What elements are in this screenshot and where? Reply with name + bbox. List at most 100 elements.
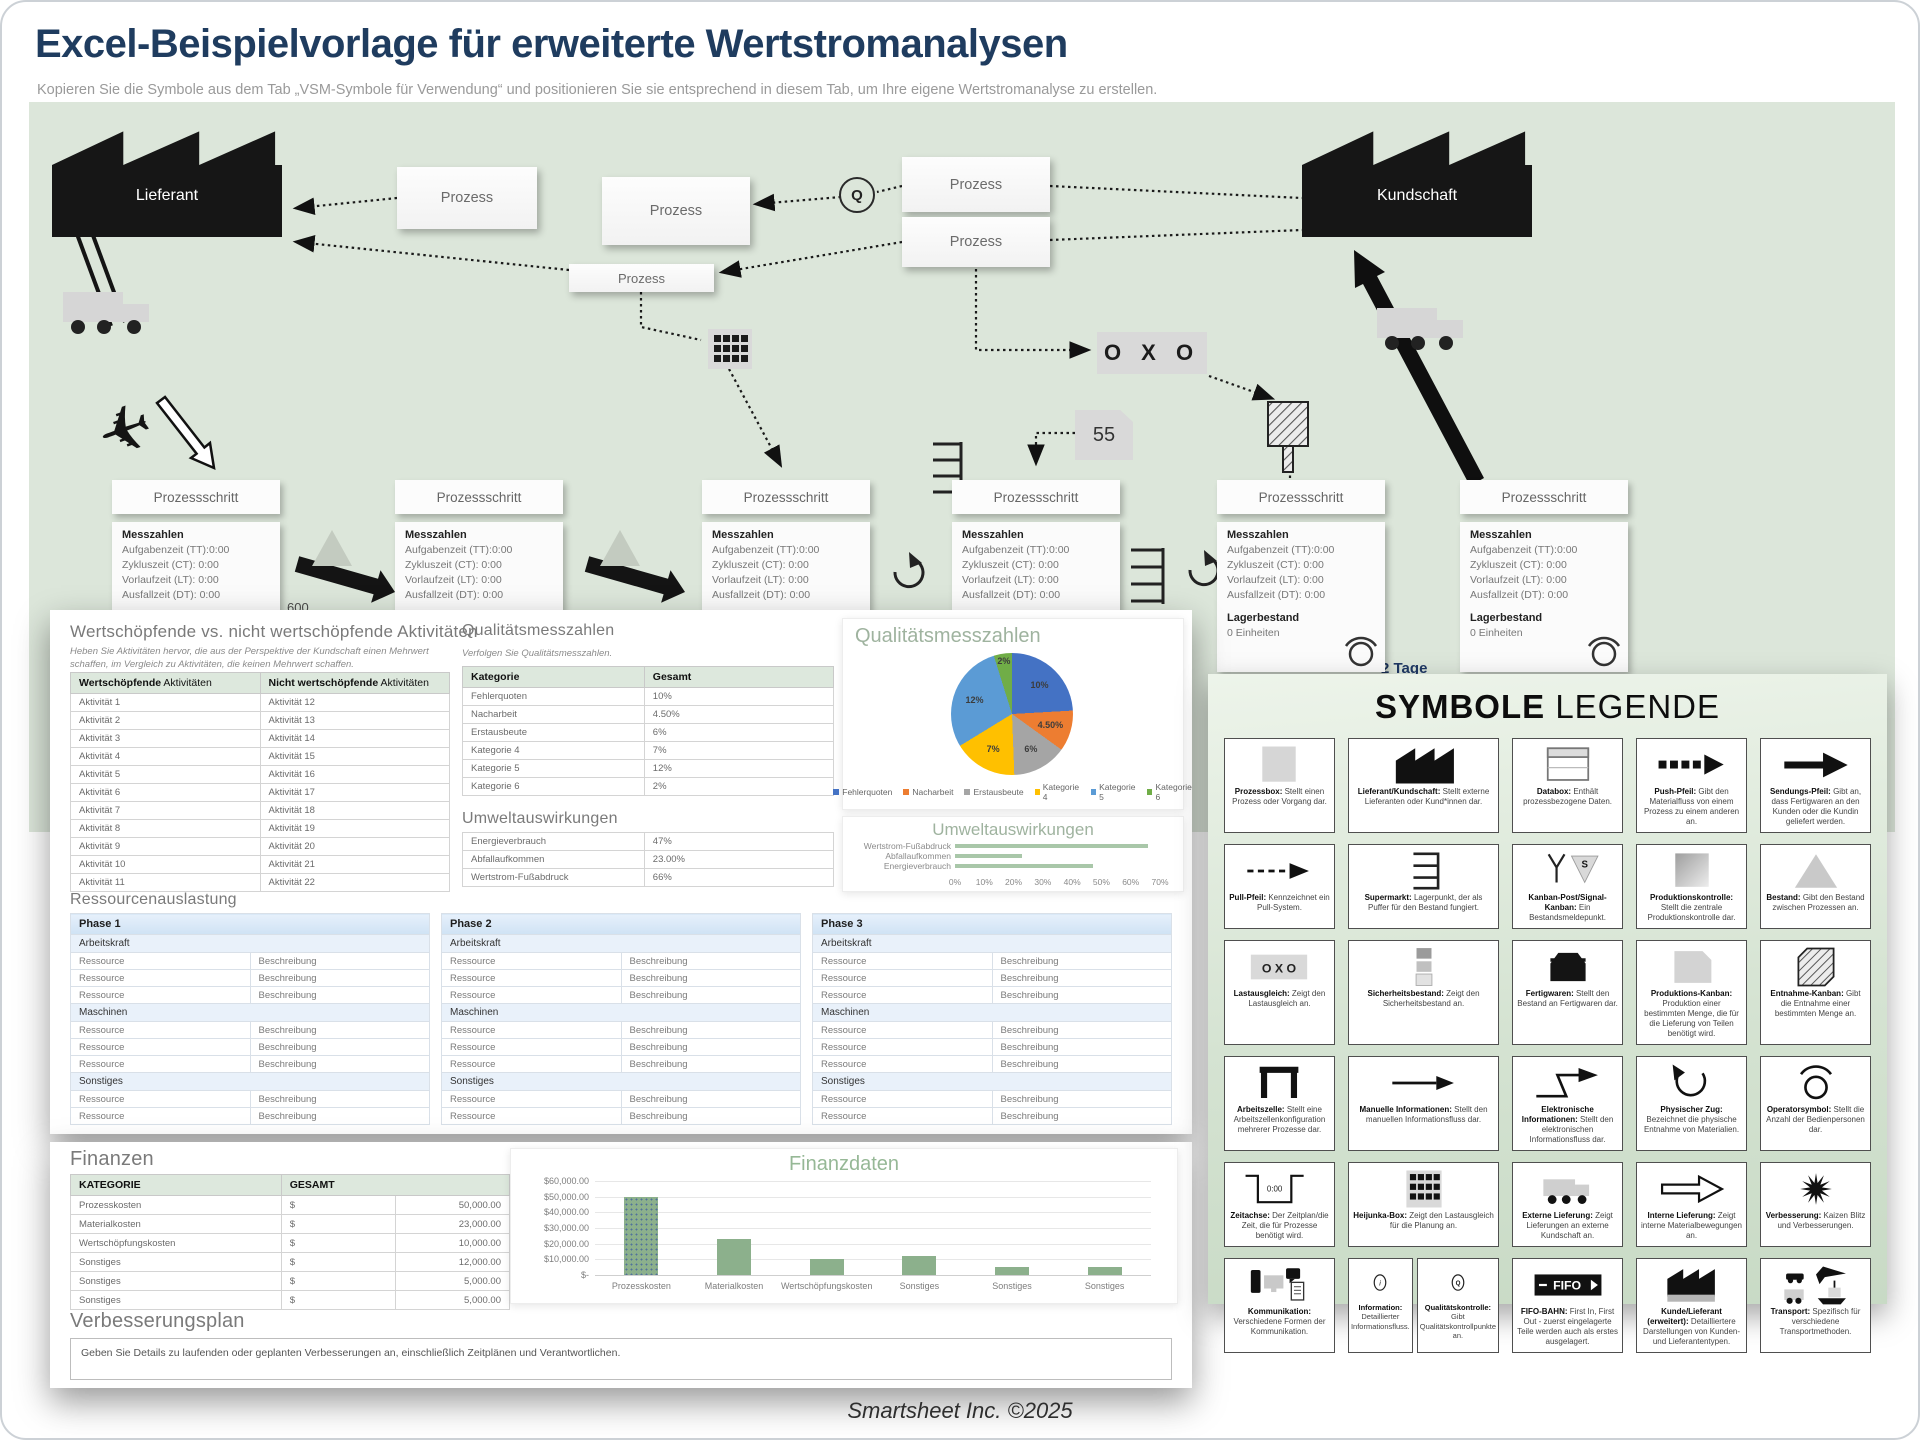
process-step-header[interactable]: Prozessschritt — [1460, 480, 1628, 514]
process-step-header[interactable]: Prozessschritt — [395, 480, 563, 514]
load-leveling-oxo[interactable]: O X O — [1097, 332, 1207, 374]
finance-bar[interactable] — [995, 1267, 1029, 1275]
communication-icon — [1251, 1268, 1305, 1301]
process-step-header[interactable]: Prozessschritt — [952, 480, 1120, 514]
customer-factory[interactable]: Kundschaft — [1302, 117, 1532, 237]
heijunka-box-icon[interactable] — [708, 329, 752, 369]
finance-bar[interactable] — [902, 1256, 937, 1275]
legend-cell-entnahme-kanban[interactable]: Entnahme-Kanban: Gibt die Entnahme einer… — [1760, 940, 1871, 1045]
finance-bar[interactable] — [809, 1259, 844, 1275]
withdrawal-kanban-icon[interactable] — [1264, 400, 1312, 474]
process-box[interactable]: Prozess — [902, 217, 1050, 267]
axis-tick: Sonstiges — [992, 1281, 1032, 1291]
finance-chart-title: Finanzdaten — [788, 1153, 900, 1175]
legend-cell-databox[interactable]: Databox: Enthält prozessbezogene Daten. — [1512, 738, 1624, 833]
legend-cell-transport[interactable]: Transport: Spezifisch für verschiedene T… — [1760, 1258, 1871, 1353]
pie-value-label: 4.50% — [1037, 720, 1064, 731]
legend-cell-kommunikation[interactable]: Kommunikation: Verschiedene Formen der K… — [1224, 1258, 1335, 1353]
legend-cell-pull-pfeil[interactable]: Pull-Pfeil: Kennzeichnet ein Pull-System… — [1224, 844, 1335, 929]
finance-bar[interactable] — [624, 1196, 659, 1275]
axis-tick: Sonstiges — [1084, 1281, 1125, 1291]
quality-pie-chart[interactable]: 10%4.50%6%7%12%2% — [951, 653, 1073, 775]
process-label: Prozess — [440, 190, 494, 206]
truck-icon[interactable] — [63, 284, 163, 342]
process-box-flat[interactable]: Prozess — [569, 264, 714, 292]
env-bar[interactable] — [955, 854, 1023, 858]
legend-cell-produktionskontrolle[interactable]: Produktionskontrolle: Stellt die zentral… — [1636, 844, 1748, 929]
customer-label: Kundschaft — [1376, 186, 1458, 204]
legend-cell-arbeitszelle[interactable]: Arbeitszelle: Stellt eine Arbeitszellenk… — [1224, 1056, 1335, 1151]
improvement-textbox[interactable]: Geben Sie Details zu laufenden oder gepl… — [70, 1338, 1172, 1380]
legend-cell-fertigwaren[interactable]: Fertigwaren: Stellt den Bestand an Ferti… — [1512, 940, 1624, 1045]
legend-cell-operatorsymbol[interactable]: Operatorsymbol: Stellt die Anzahl der Be… — [1760, 1056, 1871, 1151]
process-step-header[interactable]: Prozessschritt — [1217, 480, 1385, 514]
finance-bar[interactable] — [717, 1238, 751, 1275]
legend-cell-verbesserung[interactable]: Verbesserung: Kaizen Blitz und Verbesser… — [1760, 1162, 1871, 1247]
legend-cell-kunde-lieferant-erweitert[interactable]: Kunde/Lieferant (erweitert): Detailliert… — [1636, 1258, 1748, 1353]
process-box[interactable]: Prozess — [902, 157, 1050, 212]
axis-tick: 20% — [1005, 877, 1023, 887]
outline-arrow-shape — [155, 395, 216, 471]
legend-cell-physischer-zug[interactable]: Physischer Zug: Bezeichnet die physische… — [1636, 1056, 1748, 1151]
env-bar[interactable] — [955, 844, 1149, 848]
legend-cell-elektronische-informationen[interactable]: Elektronische Informationen: Stellt den … — [1512, 1056, 1624, 1151]
legend-cell-lieferant-kundschaft[interactable]: Lieferant/Kundschaft: Stellt externe Lie… — [1347, 738, 1500, 833]
legend-cell-interne-lieferung[interactable]: Interne Lieferung: Zeigt interne Materia… — [1636, 1162, 1748, 1247]
quality-circle-icon[interactable]: Q — [839, 177, 875, 213]
legend-cell-push-pfeil[interactable]: Push-Pfeil: Gibt den Materialfluss von e… — [1636, 738, 1748, 833]
svg-text:0:00: 0:00 — [1267, 1185, 1283, 1194]
legend-cell-prozessbox[interactable]: Prozessbox: Stellt einen Prozess oder Vo… — [1224, 738, 1335, 833]
databox-note[interactable]: 55 — [1075, 410, 1133, 460]
legend-entry: Nacharbeit — [903, 782, 953, 802]
legend-cell-supermarkt[interactable]: Supermarkt: Lagerpunkt, der als Puffer f… — [1347, 844, 1500, 929]
env-bar[interactable] — [955, 864, 1093, 868]
truck-icon[interactable] — [1377, 300, 1473, 358]
improvement-title: Verbesserungsplan — [70, 1310, 245, 1332]
legend-cell-manuelle-informationen[interactable]: Manuelle Informationen: Stellt den manue… — [1347, 1056, 1500, 1151]
finance-bar[interactable] — [1087, 1267, 1122, 1275]
legend-cell-produktions-kanban[interactable]: Produktions-Kanban: Produktion einer bes… — [1636, 940, 1748, 1045]
fifo-lane-icon: FIFO — [1534, 1274, 1601, 1296]
supplier-factory[interactable]: Lieferant — [52, 117, 282, 237]
legend-cell-externe-lieferung[interactable]: Externe Lieferung: Zeigt Lieferungen an … — [1512, 1162, 1624, 1247]
legend-cell-sendungs-pfeil[interactable]: Sendungs-Pfeil: Gibt an, dass Fertigware… — [1760, 738, 1871, 833]
info-circle-icon: i — [1373, 1274, 1387, 1291]
process-step-header[interactable]: Prozessschritt — [702, 480, 870, 514]
legend-cell-sicherheitsbestand[interactable]: Sicherheitsbestand: Zeigt den Sicherheit… — [1347, 940, 1500, 1045]
heijunka-icon — [1405, 1170, 1442, 1208]
legend-cell-bestand[interactable]: Bestand: Gibt den Bestand zwischen Proze… — [1760, 844, 1871, 929]
axis-tick: 50% — [1092, 877, 1110, 887]
process-box[interactable]: Prozess — [397, 167, 537, 229]
process-step-header[interactable]: Prozessschritt — [112, 480, 280, 514]
process-box[interactable]: Prozess — [602, 177, 750, 245]
prozessbox-icon — [1262, 746, 1297, 782]
legend-cell-heijunka-box[interactable]: Heijunka-Box: Zeigt den Lastausgleich fü… — [1347, 1162, 1500, 1247]
finance-bar-chart[interactable]: $60,000.00$50,000.00$40,000.00$30,000.00… — [511, 1149, 1179, 1305]
axis-tick: Wertschöpfungskosten — [780, 1281, 873, 1291]
